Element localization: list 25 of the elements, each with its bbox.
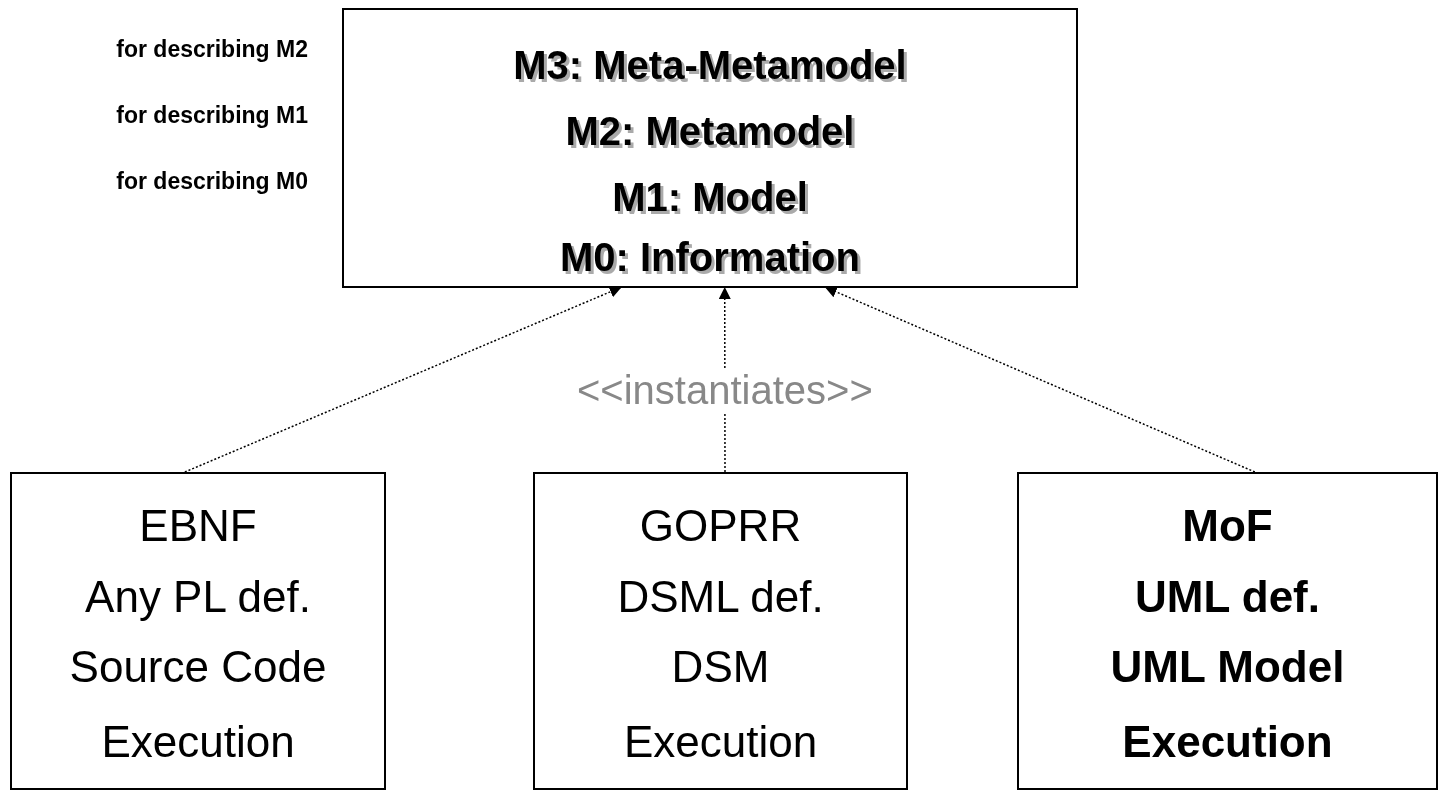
dotted-arrow <box>824 286 1256 473</box>
layer-text: MoF <box>1181 501 1274 551</box>
layer-text: Execution <box>622 717 819 767</box>
layer-text: UML def. <box>1134 572 1321 622</box>
dotted-arrow <box>184 286 623 473</box>
layer-text: M2: Metamodel <box>564 108 856 154</box>
text-box <box>342 8 1078 288</box>
layer-text: M0: Information <box>559 234 861 280</box>
layer-text: Any PL def. <box>84 572 312 622</box>
layer-text: Execution <box>1121 717 1334 767</box>
level-note: for describing M2 <box>115 36 308 63</box>
layer-text: DSM <box>670 642 771 692</box>
text-box <box>1017 472 1438 790</box>
layer-text: DSML def. <box>616 572 825 622</box>
layer-text: M3: Meta-Metamodel <box>512 42 908 88</box>
text-box <box>10 472 386 790</box>
layer-text: Execution <box>100 717 296 767</box>
layer-text: EBNF <box>138 501 258 551</box>
text-box <box>533 472 908 790</box>
layer-text: GOPRR <box>638 501 803 551</box>
level-note: for describing M0 <box>115 168 308 195</box>
layer-text: UML Model <box>1109 642 1346 692</box>
layer-text: Source Code <box>68 642 328 692</box>
level-note: for describing M1 <box>115 102 308 129</box>
layer-text: M1: Model <box>611 174 809 220</box>
